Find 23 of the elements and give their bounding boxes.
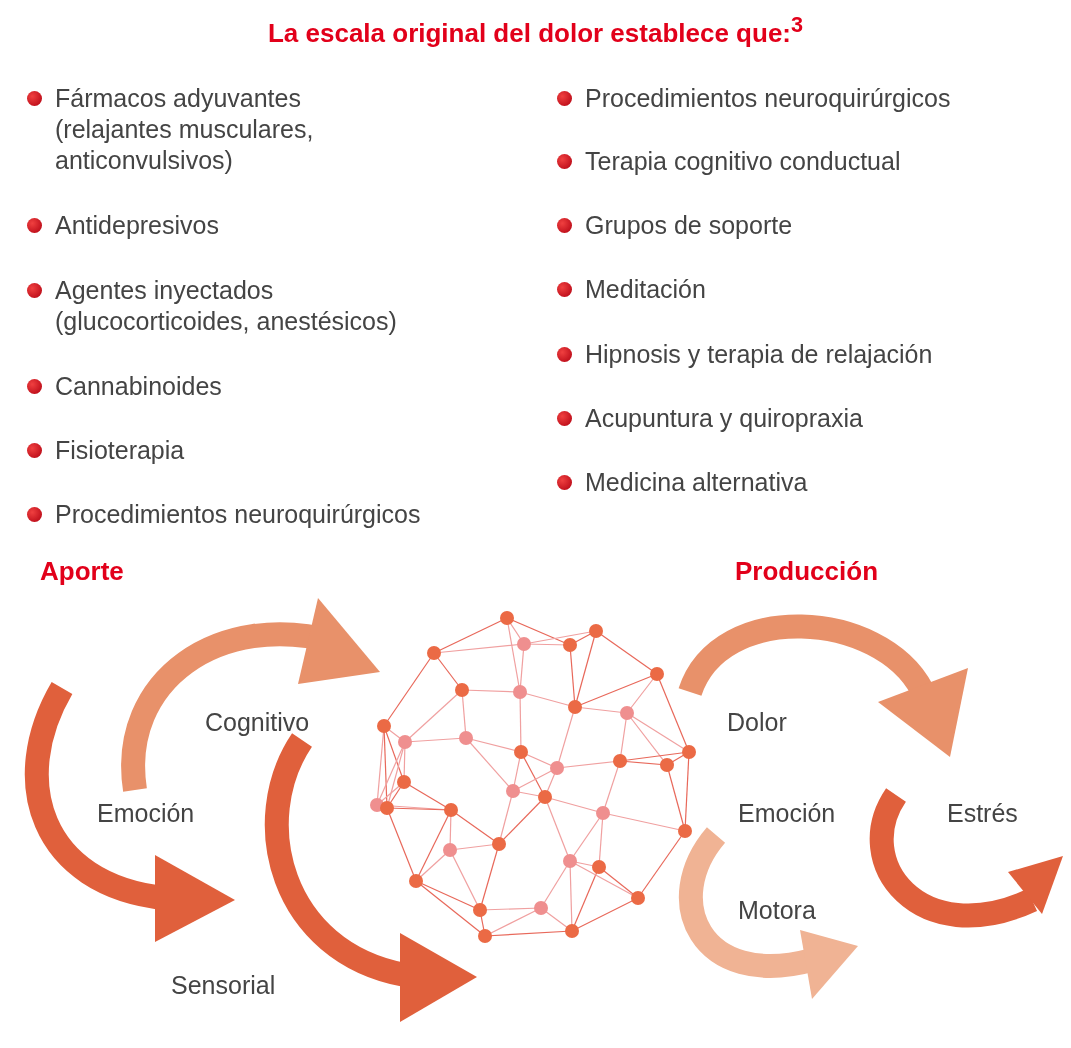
diagram-label: Motora [738,895,816,926]
bullet-text: Medicina alternativa [585,467,809,498]
bullet-text: Meditación [585,274,707,305]
bullet-text: Acupuntura y quiropraxia [585,403,864,434]
diagram-label: Emoción [97,798,195,829]
section-heading: Producción [735,556,878,587]
bullet-text: Agentes inyectados (glucocorticoides, anestésicos) [55,275,398,337]
bullet-text: Fármacos adyuvantes (relajantes musculares, anticonvulsivos) [55,83,315,176]
bullet-text: Antidepresivos [55,210,220,241]
diagram-label: Emoción [738,798,836,829]
bullet-text: Fisioterapia [55,435,186,466]
section-heading: Aporte [40,556,124,587]
diagram-label: Dolor [727,707,787,738]
bullet-text: Procedimientos neuroquirúrgicos [585,83,952,114]
title: La escala original del dolor establece que:$^{3}$ [266,12,805,49]
bullet-text: Cannabinoides [55,371,223,402]
diagram-label: Cognitivo [205,707,310,738]
bullet-text: Grupos de soporte [585,210,794,241]
bullet-text: Terapia cognitivo conductual [585,146,902,177]
bullet-text: Procedimientos neuroquirúrgicos [55,499,422,530]
diagram-label: Estrés [947,798,1018,829]
bullet-text: Hipnosis y terapia de relajación [585,339,934,370]
diagram-label: Sensorial [171,970,276,1001]
